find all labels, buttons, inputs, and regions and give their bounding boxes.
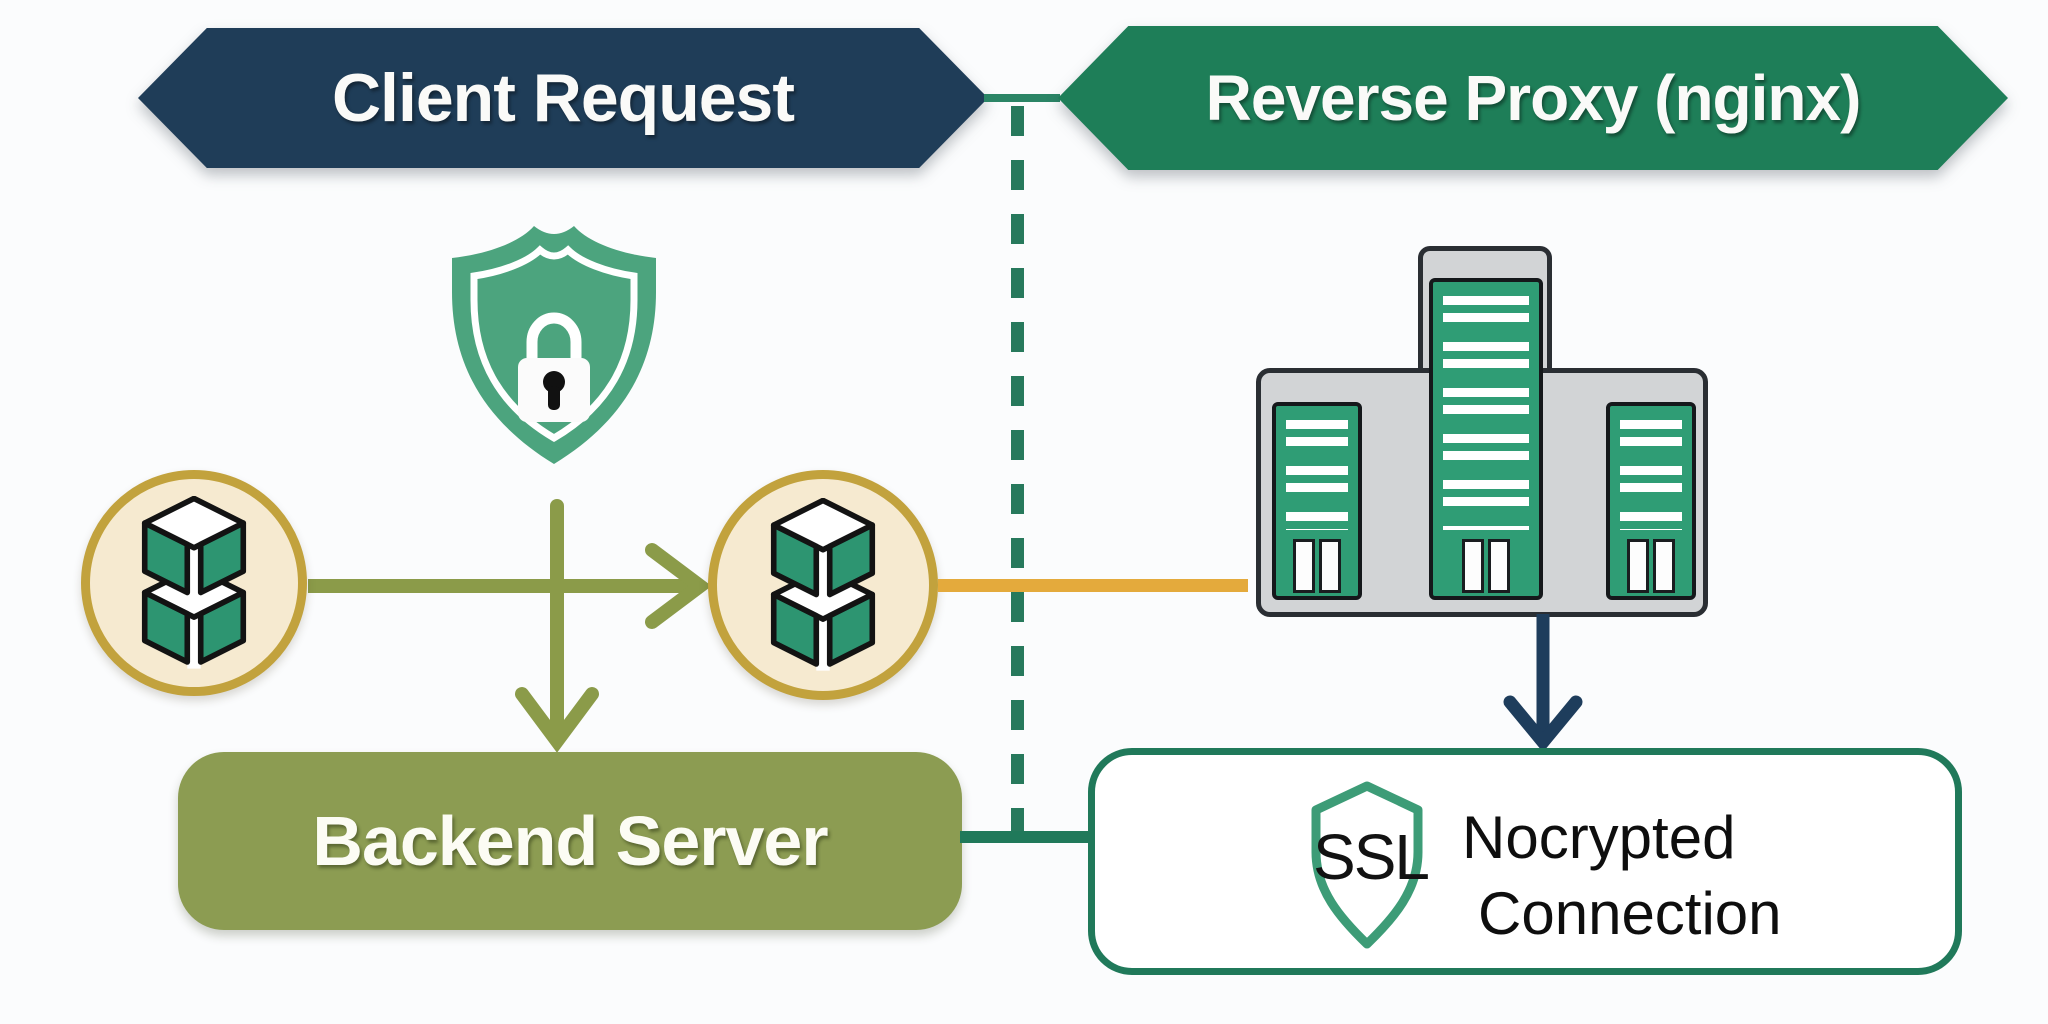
- server-door-leaf: [1488, 539, 1510, 593]
- server-door-leaf: [1627, 539, 1649, 593]
- flow-arrow-right-icon: [308, 543, 712, 629]
- backend-server-label: Backend Server: [312, 802, 828, 880]
- server-door-leaf: [1653, 539, 1675, 593]
- server-door-leaf: [1319, 539, 1341, 593]
- client-request-label: Client Request: [331, 60, 795, 136]
- server-door: [1293, 539, 1341, 593]
- server-rack-stripes: [1443, 296, 1529, 530]
- ssl-connection-box: [1088, 748, 1962, 975]
- encryption-boundary-dashed-line: [1011, 106, 1024, 833]
- backend-server-box: Backend Server: [178, 752, 962, 930]
- ssl-connection-label: Nocrypted Connection: [1462, 800, 1782, 952]
- banner-connector-line: [984, 94, 1060, 102]
- server-door: [1627, 539, 1675, 593]
- reverse-proxy-label: Reverse Proxy (nginx): [1205, 62, 1862, 134]
- flow-arrow-down-icon: [515, 499, 599, 753]
- ssl-label-line1: Nocrypted: [1462, 804, 1736, 871]
- server-rack-stripes: [1620, 420, 1682, 530]
- ssl-shield-icon: [1311, 781, 1423, 949]
- reverse-proxy-hexagon: Reverse Proxy (nginx): [1058, 26, 2008, 170]
- backend-ssl-connector-line: [960, 831, 1090, 843]
- shield-lock-icon: [452, 226, 656, 464]
- server-rack-panel: [1606, 402, 1696, 600]
- server-door-leaf: [1462, 539, 1484, 593]
- cube-stack-icon: [770, 498, 876, 671]
- reverse-proxy-banner: Reverse Proxy (nginx): [1058, 26, 2008, 170]
- client-request-hexagon: Client Request: [138, 28, 988, 168]
- load-balancer-node-left: [81, 470, 307, 696]
- server-to-ssl-arrow-icon: [1503, 614, 1583, 752]
- load-balancer-node-right: [708, 470, 938, 700]
- server-rack-stripes: [1286, 420, 1348, 530]
- client-request-banner: Client Request: [138, 28, 988, 168]
- server-door: [1462, 539, 1510, 593]
- cube-stack-icon: [141, 496, 247, 669]
- proxy-connector-line: [938, 579, 1248, 592]
- server-rack-panel: [1429, 278, 1543, 600]
- ssl-label-line2: Connection: [1478, 880, 1782, 947]
- ssl-badge: SSL: [1313, 821, 1430, 893]
- server-door-leaf: [1293, 539, 1315, 593]
- server-rack-panel: [1272, 402, 1362, 600]
